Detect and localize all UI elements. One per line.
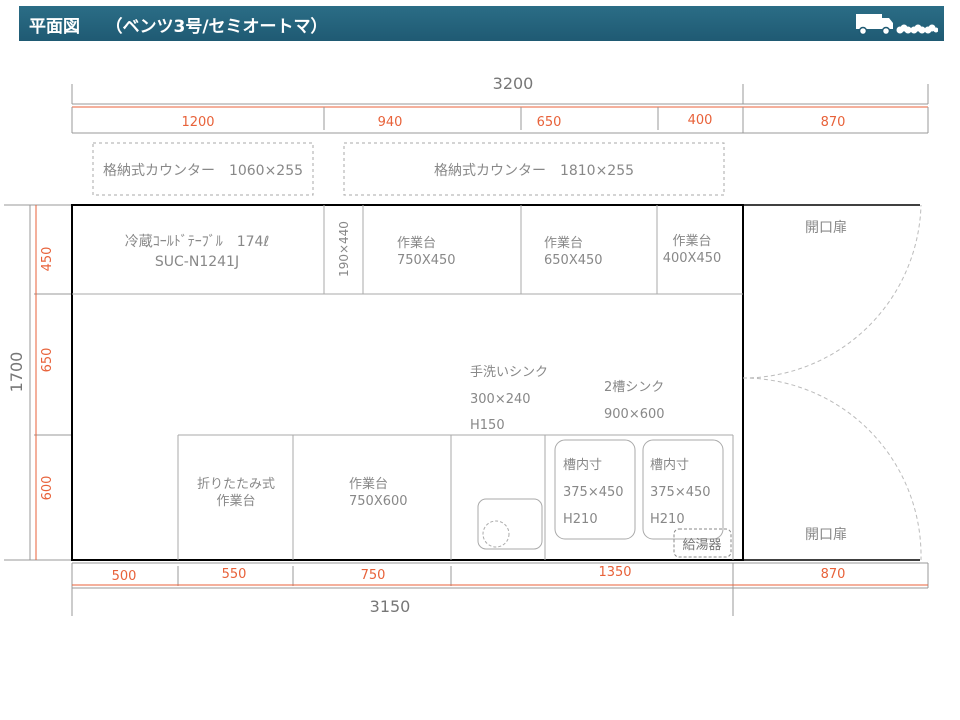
dim-left-3: 600 [40,476,55,501]
header-bar: 平面図 （ベンツ3号/セミオートマ） [19,6,944,41]
truck-icon [856,14,938,36]
dim-left-2: 650 [40,348,55,373]
folding-table-label: 折りたたみ式 [197,477,275,492]
dim-bottom-2: 550 [222,567,247,582]
folding-table-label-2: 作業台 [216,493,255,509]
water-heater-label: 給湯器 [682,538,721,553]
worktable-2-label: 作業台 [544,235,583,251]
fridge-label: 冷蔵ｺｰﾙﾄﾞﾃｰﾌﾞﾙ 174ℓ [125,234,270,250]
page-title: 平面図 （ベンツ3号/セミオートマ） [29,17,328,37]
door-bottom-swing [742,377,922,561]
retractable-counter-1 [92,142,314,196]
hand-sink-height: H150 [470,418,505,433]
dim-bottom-1: 500 [112,569,137,584]
double-sink-label: 2槽シンク [604,380,664,395]
sink-basin-1 [554,439,636,540]
dim-bottom-3: 750 [361,568,386,583]
basin-1-size: 375×450 [563,485,624,500]
dim-top-3: 650 [537,115,562,130]
basin-1-label: 槽内寸 [563,457,602,473]
basin-2-label: 槽内寸 [650,457,689,473]
dim-top-2: 940 [378,115,403,130]
door-top-swing [742,204,922,379]
dim-bottom-5: 870 [821,567,846,582]
drain-icon [482,520,510,548]
worktable-bottom-size: 750X600 [349,494,408,509]
fridge-model: SUC-N1241J [155,254,239,270]
basin-2-height: H210 [650,512,685,527]
hand-sink-basin [477,498,543,550]
worktable-1-size: 750X450 [397,253,456,268]
worktable-3-label: 作業台 [672,233,711,249]
door-top-label: 開口扉 [805,220,847,236]
dim-top-5: 870 [821,115,846,130]
worktable-3-size: 400X450 [663,251,722,266]
double-sink-size: 900×600 [604,407,665,422]
basin-1-height: H210 [563,512,598,527]
dim-top-total: 3200 [493,74,534,93]
dim-top-1: 1200 [181,115,214,130]
sink-basin-2 [642,439,724,540]
worktable-2-size: 650X450 [544,253,603,268]
dim-left-1: 450 [40,247,55,272]
door-bottom-label: 開口扉 [805,527,847,543]
basin-2-size: 375×450 [650,485,711,500]
dim-top-4: 400 [688,113,713,128]
hand-sink-size: 300×240 [470,392,531,407]
retractable-counter-2-label: 格納式カウンター 1810×255 [434,163,634,179]
worktable-1-label: 作業台 [397,235,436,251]
narrow-unit-label: 190×440 [337,221,351,277]
vehicle-outline [71,204,744,561]
worktable-bottom-label: 作業台 [349,476,388,492]
dim-bottom-total: 3150 [370,597,411,616]
dim-bottom-4: 1350 [598,565,631,580]
retractable-counter-1-label: 格納式カウンター 1060×255 [103,163,303,179]
hand-sink-label: 手洗いシンク [470,365,548,380]
dim-left-total: 1700 [7,352,26,393]
